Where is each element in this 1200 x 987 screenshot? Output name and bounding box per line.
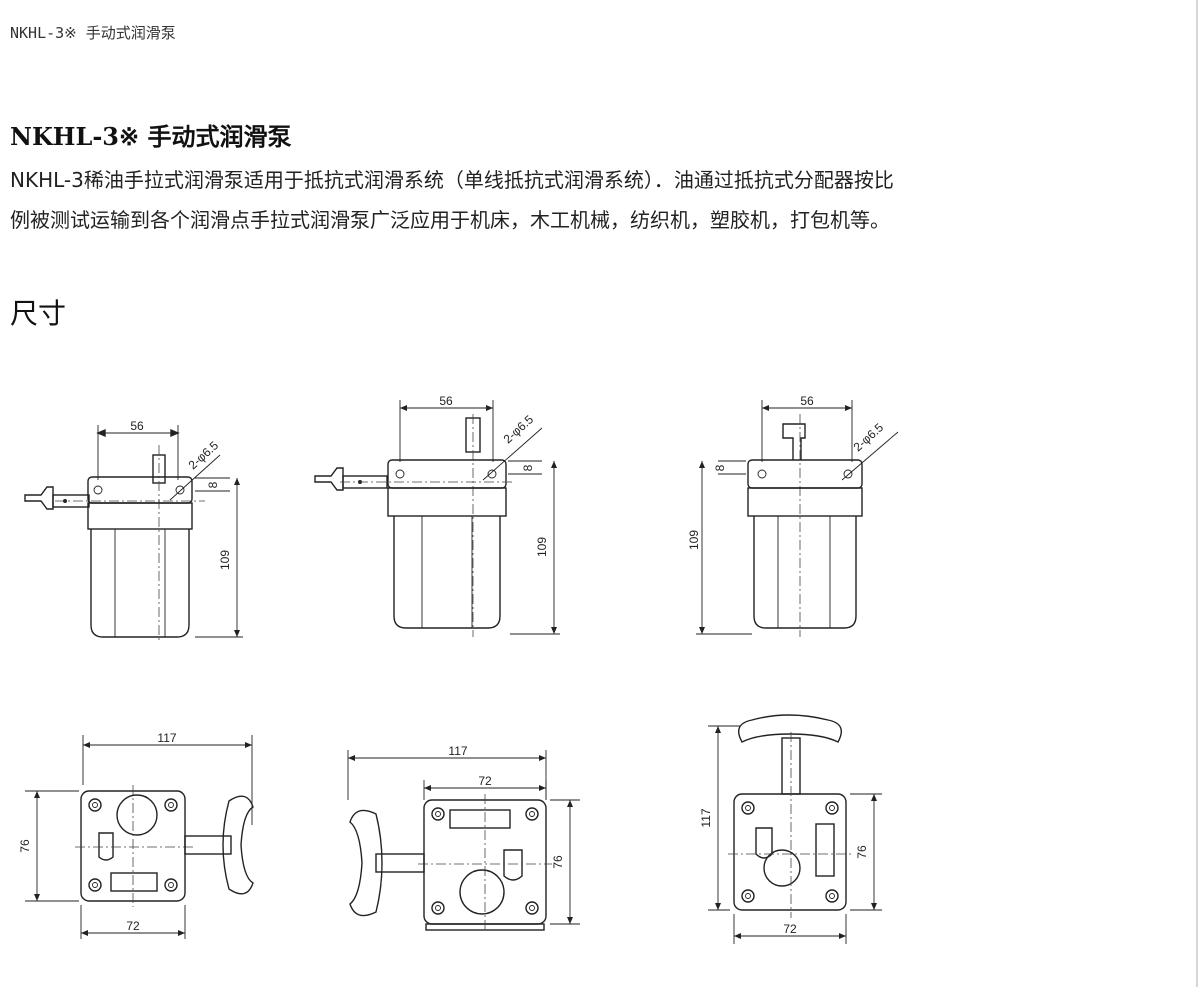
flange-8-label: 8 — [206, 481, 220, 488]
overall-117-label: 117 — [448, 744, 467, 758]
depth-76-label: 76 — [18, 839, 32, 853]
top-view-left-drawing: 117 76 72 — [18, 731, 254, 939]
hole-2-phi6.5-label: 2-φ6.5 — [851, 420, 887, 454]
base-72-label: 72 — [478, 774, 492, 788]
overall-117-label: 117 — [699, 808, 713, 827]
hole-2-phi6.5-label: 2-φ6.5 — [186, 438, 222, 472]
height-109-label: 109 — [687, 530, 701, 550]
right-border — [1196, 0, 1198, 987]
height-109-label: 109 — [535, 537, 549, 557]
flange-8-label: 8 — [713, 464, 727, 471]
description-line-2: 例被测试运输到各个润滑点手拉式润滑泵广泛应用于机床，木工机械，纺织机，塑胶机，打… — [10, 208, 890, 232]
page-title: NKHL-3※ 手动式润滑泵 — [10, 122, 292, 151]
height-109-label: 109 — [218, 550, 232, 570]
width-56-label: 56 — [130, 419, 144, 433]
depth-76-label: 76 — [551, 855, 565, 869]
depth-76-label: 76 — [855, 845, 869, 859]
width-56-label: 56 — [439, 394, 453, 408]
front-view-right-drawing: 56 2-φ6.5 8 109 — [687, 394, 899, 637]
base-72-label: 72 — [126, 919, 140, 933]
top-view-middle-drawing: 117 72 76 — [347, 744, 580, 932]
breadcrumb: NKHL-3※ 手动式润滑泵 — [10, 24, 176, 42]
flange-8-label: 8 — [521, 464, 535, 471]
front-view-middle-drawing: 56 2-φ6.5 8 109 — [314, 394, 560, 637]
overall-117-label: 117 — [157, 731, 176, 745]
top-view-right-drawing: 117 76 72 — [699, 714, 882, 944]
front-view-left-drawing: 56 2-φ6.5 8 109 — [24, 419, 243, 640]
base-72-label: 72 — [783, 922, 797, 936]
description-line-1: NKHL-3稀油手拉式润滑泵适用于抵抗式润滑系统（单线抵抗式润滑系统）．油通过抵… — [10, 168, 894, 192]
width-56-label: 56 — [800, 394, 814, 408]
dimensions-heading: 尺寸 — [10, 297, 67, 330]
hole-2-phi6.5-label: 2-φ6.5 — [501, 412, 537, 446]
product-description: NKHL-3稀油手拉式润滑泵适用于抵抗式润滑系统（单线抵抗式润滑系统）．油通过抵… — [10, 160, 1170, 240]
